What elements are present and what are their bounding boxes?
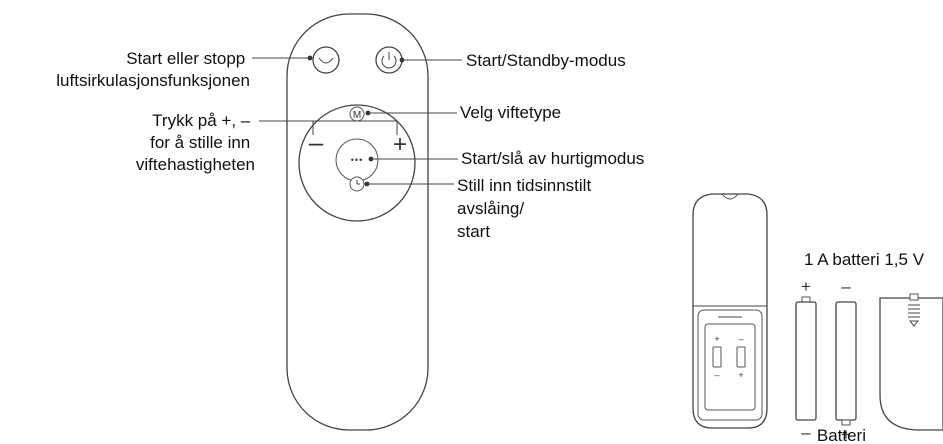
svg-text:+: + <box>738 370 743 380</box>
label-timer: Still inn tidsinnstilt avslåing/ start <box>457 176 596 241</box>
dots-icon: ••• <box>351 155 363 165</box>
clock-icon <box>356 180 360 185</box>
compartment-cell-left <box>712 346 722 368</box>
callout-dot <box>307 55 313 61</box>
svg-text:–: – <box>714 370 719 380</box>
timer-button[interactable] <box>349 176 365 192</box>
battery-1 <box>795 296 817 421</box>
label-quick-mode: Start/slå av hurtigmodus <box>461 149 644 168</box>
battery-heading: 1 A batteri 1,5 V <box>804 250 925 269</box>
remote-body <box>286 13 429 431</box>
battery2-plus: + <box>841 425 851 444</box>
svg-text:–: – <box>738 334 743 344</box>
battery1-plus: + <box>801 277 811 296</box>
battery-caption: Batteri <box>817 426 866 444</box>
air-circulation-button[interactable] <box>312 46 340 74</box>
svg-text:+: + <box>714 334 719 344</box>
battery1-minus: – <box>801 423 811 442</box>
mode-label: M <box>353 110 361 121</box>
battery2-minus: – <box>841 277 851 296</box>
cover-notch <box>721 193 739 200</box>
standby-button[interactable] <box>375 46 403 74</box>
label-standby: Start/Standby-modus <box>466 51 626 70</box>
label-fan-speed: Trykk på +, – for å stille inn viftehast… <box>136 111 255 174</box>
speed-plus-button[interactable]: + <box>393 131 407 158</box>
remote-back: + – – + <box>692 193 768 429</box>
power-icon <box>381 52 397 69</box>
battery-2 <box>835 301 857 426</box>
fan-mode-button[interactable]: M <box>349 106 365 122</box>
compartment-cell-right <box>736 346 746 368</box>
battery-cover <box>879 293 943 431</box>
label-air-circulation: Start eller stopp luftsirkulasjonsfunksj… <box>56 49 250 90</box>
smile-icon <box>318 57 334 64</box>
speed-minus-button[interactable]: – <box>309 127 324 157</box>
label-fan-type: Velg viftetype <box>460 103 561 122</box>
